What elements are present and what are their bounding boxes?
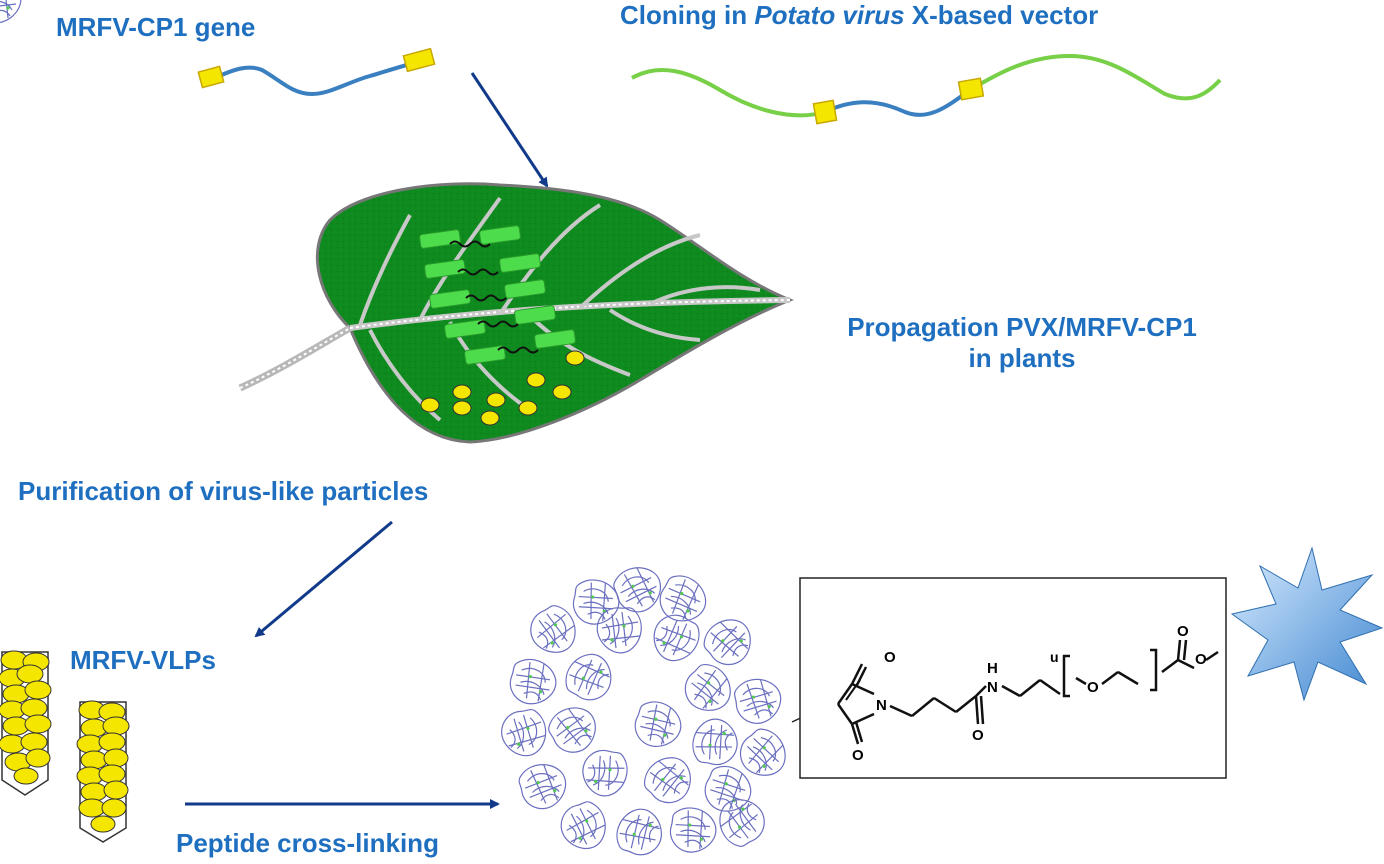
leaf-icon [238, 182, 795, 444]
chem-atom: N [987, 679, 998, 696]
purification-label: Purification of virus-like particles [18, 476, 429, 506]
chem-atom: O [972, 727, 984, 744]
propagation-label-line1: Propagation PVX/MRFV-CP1 [847, 312, 1197, 342]
chem-atom: O [1087, 679, 1099, 696]
chem-atom: O [852, 747, 864, 764]
chem-atom: u [1050, 649, 1059, 665]
chem-atom: O [884, 649, 896, 666]
chem-atom: N [876, 697, 887, 714]
arrow-purification-to-vlps [254, 520, 393, 638]
cloning-label-suffix: X-based vector [904, 0, 1099, 30]
vector-strand-icon [631, 53, 1222, 125]
chemical-structure: O O N N H O u O O O [799, 577, 1227, 779]
crosslinking-label: Peptide cross-linking [176, 828, 439, 858]
vlp-cone-icon [0, 650, 52, 796]
chem-atom: O [1195, 651, 1207, 668]
burst-star-icon [1230, 546, 1384, 702]
chem-atom: O [1177, 623, 1189, 640]
capsid-structure-icon [0, 0, 796, 862]
chem-box [799, 577, 1227, 779]
vlps-label: MRFV-VLPs [70, 645, 216, 675]
cloning-label-italic: Potato virus [754, 0, 905, 30]
propagation-label-line2: in plants [968, 343, 1076, 374]
vlp-cone-icon [76, 700, 130, 843]
cloning-label-prefix: Cloning in [620, 0, 755, 30]
chem-atom: H [987, 660, 998, 677]
gene-strand-icon [197, 47, 436, 97]
gene-label: MRFV-CP1 gene [56, 12, 256, 42]
cloning-label: Cloning in Potato virus X-based vector [620, 0, 1098, 31]
arrow-gene-to-leaf [470, 72, 549, 188]
propagation-label: Propagation PVX/MRFV-CP1 in plants [812, 312, 1232, 374]
